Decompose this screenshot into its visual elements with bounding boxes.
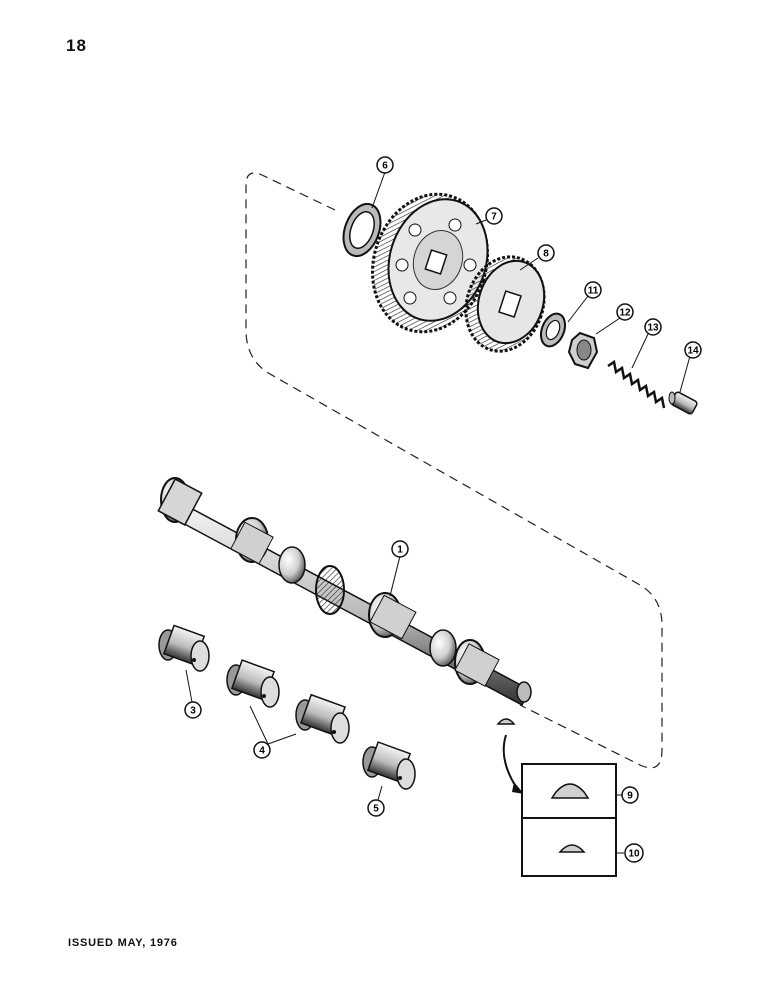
assembly-dashed-outline — [245, 172, 663, 769]
bushing-front — [158, 624, 210, 672]
callout-14-label: 14 — [687, 346, 699, 357]
callout-4: 4 — [253, 741, 271, 759]
callout-11: 11 — [584, 281, 602, 299]
gear-nut — [567, 331, 599, 370]
issue-date-footer: ISSUED MAY, 1976 — [68, 937, 178, 949]
woodruff-key — [496, 718, 524, 794]
callout-14: 14 — [684, 341, 702, 359]
callout-13-label: 13 — [647, 323, 659, 334]
bushing-rear — [362, 741, 416, 790]
callout-3: 3 — [184, 701, 202, 719]
callout-10: 10 — [624, 843, 644, 863]
callout-6-label: 6 — [382, 161, 388, 172]
callout-7-label: 7 — [491, 212, 497, 223]
leader-lines — [185, 171, 691, 854]
callout-10-label: 10 — [628, 849, 640, 860]
page-number: 18 — [66, 36, 87, 55]
callout-6: 6 — [376, 156, 394, 174]
callout-5: 5 — [367, 799, 385, 817]
callout-5-label: 5 — [373, 804, 379, 815]
callout-12: 12 — [616, 303, 634, 321]
gear-washer — [539, 312, 567, 348]
callout-9-label: 9 — [627, 791, 633, 802]
thrust-washer — [342, 202, 382, 258]
key-detail-box-9 — [521, 763, 617, 819]
callout-8: 8 — [537, 244, 555, 262]
plunger-pin — [668, 391, 698, 415]
callout-8-label: 8 — [543, 249, 549, 260]
bushing-intermediate-a — [226, 659, 280, 708]
spring — [607, 359, 666, 409]
callout-3-label: 3 — [190, 706, 196, 717]
callout-12-label: 12 — [619, 308, 631, 319]
callout-7: 7 — [485, 207, 503, 225]
callout-9: 9 — [621, 786, 639, 804]
bushing-intermediate-b — [295, 693, 350, 744]
callout-1-label: 1 — [397, 545, 403, 556]
callout-1: 1 — [391, 540, 409, 558]
idler-gear — [464, 255, 546, 353]
callout-11-label: 11 — [588, 286, 599, 297]
callout-4-label: 4 — [259, 746, 265, 757]
key-detail-box-10 — [521, 817, 617, 877]
callout-13: 13 — [644, 318, 662, 336]
camshaft — [157, 477, 532, 707]
drive-gear — [315, 565, 345, 615]
